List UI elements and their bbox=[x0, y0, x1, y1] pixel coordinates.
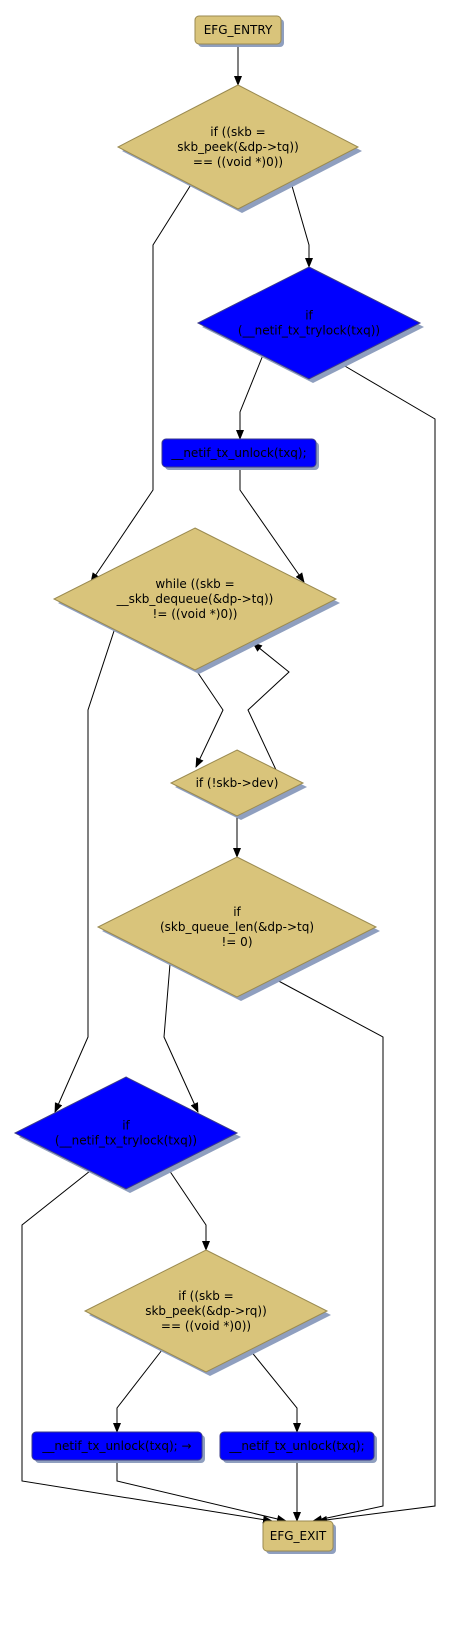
node-d1-diamond bbox=[116, 84, 360, 210]
node-b2-label-line-0: __netif_tx_unlock(txq); → bbox=[41, 1439, 191, 1453]
node-b2-box bbox=[31, 1431, 203, 1461]
node-entry-box bbox=[194, 15, 282, 45]
node-d3-label-line-0: while ((skb = bbox=[155, 577, 234, 591]
node-d3-label-line-2: != ((void *)0)) bbox=[153, 607, 238, 621]
node-b3-label-line-0: __netif_tx_unlock(txq); bbox=[228, 1439, 364, 1453]
edge-b1-to-d3 bbox=[239, 467, 305, 583]
node-d4-label-line-0: if (!skb->dev) bbox=[196, 776, 279, 790]
node-b3-box bbox=[219, 1431, 375, 1461]
node-exit-label-line-0: EFG_EXIT bbox=[270, 1529, 327, 1543]
node-d2: if(__netif_tx_trylock(txq)) bbox=[196, 266, 424, 383]
node-d6: if(__netif_tx_trylock(txq)) bbox=[13, 1076, 241, 1193]
node-d5-label-line-2: != 0) bbox=[222, 935, 253, 949]
edge-d6-to-exit bbox=[21, 1170, 273, 1524]
node-d4: if (!skb->dev) bbox=[169, 749, 307, 820]
node-d6-diamond bbox=[13, 1076, 239, 1190]
node-d6-label-line-0: if bbox=[122, 1119, 130, 1133]
node-d7-diamond bbox=[83, 1249, 329, 1373]
node-d4-diamond bbox=[169, 749, 305, 817]
edge-d1-to-d3 bbox=[90, 182, 193, 583]
edge-d5-to-exit bbox=[272, 977, 384, 1524]
edges-layer bbox=[21, 44, 436, 1524]
node-d2-diamond bbox=[196, 266, 422, 380]
node-exit-box bbox=[262, 1520, 334, 1552]
node-d6-label-line-1: (__netif_tx_trylock(txq)) bbox=[55, 1134, 197, 1148]
edge-d5-to-d6 bbox=[163, 963, 199, 1113]
node-d2-label-line-1: (__netif_tx_trylock(txq)) bbox=[238, 324, 380, 338]
node-b1-box bbox=[161, 438, 317, 468]
edge-b2-to-exit bbox=[116, 1460, 287, 1523]
edge-d7-to-b3 bbox=[249, 1349, 301, 1433]
node-d7-label-line-2: == ((void *)0)) bbox=[161, 1319, 251, 1333]
node-d5: if(skb_queue_len(&dp->tq)!= 0) bbox=[96, 856, 380, 1001]
edge-d2-to-b1 bbox=[236, 354, 264, 440]
node-d7-label-line-0: if ((skb = bbox=[178, 1289, 233, 1303]
node-b1: __netif_tx_unlock(txq); bbox=[161, 438, 319, 470]
edge-d4-to-d3 bbox=[247, 642, 290, 773]
edge-d6-to-d7 bbox=[166, 1166, 210, 1251]
node-b2: __netif_tx_unlock(txq); → bbox=[31, 1431, 205, 1463]
node-entry-label-line-0: EFG_ENTRY bbox=[204, 23, 273, 37]
node-b3: __netif_tx_unlock(txq); bbox=[219, 1431, 377, 1463]
node-d7-label-line-1: skb_peek(&dp->rq)) bbox=[145, 1304, 267, 1318]
node-entry: EFG_ENTRY bbox=[194, 15, 284, 47]
node-d3-diamond bbox=[52, 527, 338, 671]
node-d3: while ((skb =__skb_dequeue(&dp->tq))!= (… bbox=[52, 527, 340, 674]
node-d1-label-line-2: == ((void *)0)) bbox=[193, 155, 283, 169]
node-b1-label-line-0: __netif_tx_unlock(txq); bbox=[170, 446, 306, 460]
node-d5-label-line-0: if bbox=[233, 905, 241, 919]
edge-d1-to-d2 bbox=[289, 178, 313, 268]
node-exit: EFG_EXIT bbox=[262, 1520, 336, 1554]
edge-d3-to-d6 bbox=[54, 630, 115, 1113]
edge-d2-to-exit bbox=[317, 361, 436, 1524]
node-d5-label-line-1: (skb_queue_len(&dp->tq) bbox=[160, 920, 314, 934]
node-d2-label-line-0: if bbox=[305, 309, 313, 323]
node-d5-diamond bbox=[96, 856, 378, 998]
node-d7: if ((skb =skb_peek(&dp->rq))== ((void *)… bbox=[83, 1249, 331, 1376]
node-d3-label-line-1: __skb_dequeue(&dp->tq)) bbox=[116, 592, 274, 606]
edge-d7-to-b2 bbox=[113, 1349, 163, 1433]
node-d1-label-line-0: if ((skb = bbox=[210, 125, 265, 139]
edge-d3-to-d4 bbox=[195, 669, 224, 768]
node-d1-label-line-1: skb_peek(&dp->tq)) bbox=[177, 140, 299, 154]
node-d1: if ((skb =skb_peek(&dp->tq))== ((void *)… bbox=[116, 84, 362, 213]
